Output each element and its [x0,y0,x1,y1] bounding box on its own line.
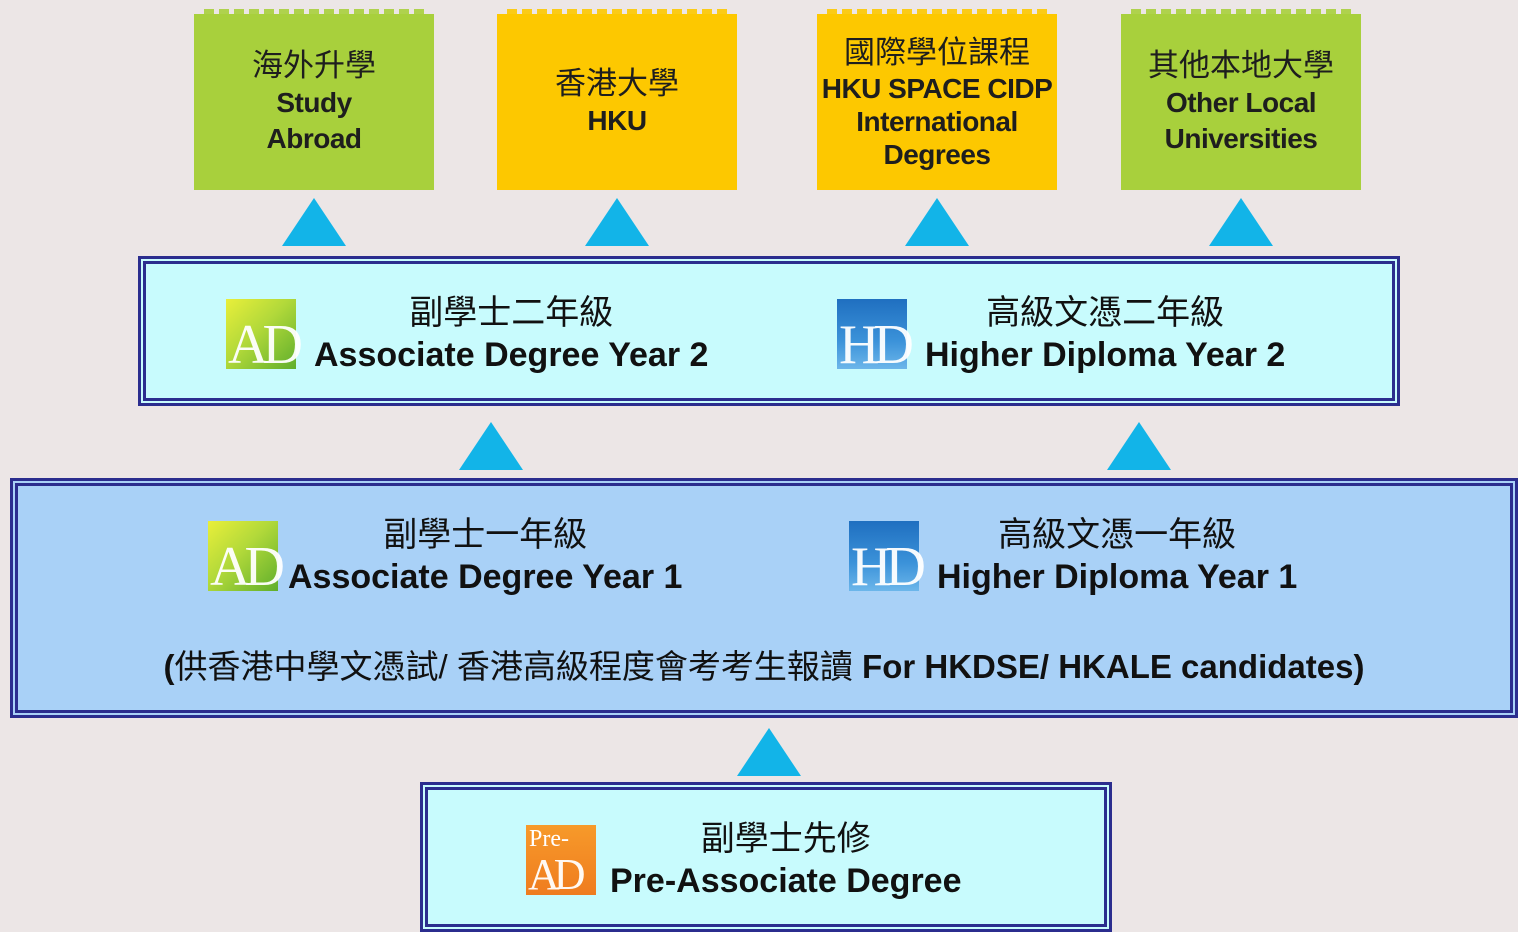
hd-logo-icon: HD [849,521,926,595]
destination-en-line2: International [856,105,1018,137]
program-zh: 副學士一年級 [383,516,588,554]
destination-zh: 國際學位課程 [844,34,1030,70]
program-en: Higher Diploma Year 1 [937,558,1298,596]
program-en: Pre-Associate Degree [610,862,962,900]
year1-higher-diploma: HD 高級文憑一年級 Higher Diploma Year 1 [849,514,1297,598]
destination-en-line2: Universities [1164,123,1318,154]
destination-study-abroad: 海外升學 Study Abroad [194,9,434,190]
year2-associate-degree: AD 副學士二年級 Associate Degree Year 2 [226,292,708,376]
pre-ad-logo-icon: Pre- AD [526,825,596,897]
arrow-up-icon [282,198,346,246]
program-zh: 副學士先修 [700,820,871,858]
ad-logo-icon: AD [226,299,303,373]
arrow-up-icon [1107,422,1171,470]
program-en: Higher Diploma Year 2 [925,336,1286,374]
program-en: Associate Degree Year 1 [288,558,683,596]
year1-associate-degree: AD 副學士一年級 Associate Degree Year 1 [208,514,682,598]
program-zh: 高級文憑二年級 [986,294,1225,332]
arrow-up-icon [905,198,969,246]
arrow-up-icon [585,198,649,246]
arrow-up-icon [459,422,523,470]
year1-box [10,478,1518,718]
arrow-up-icon [737,728,801,776]
destination-en-line3: Degrees [883,138,991,170]
program-zh: 高級文憑一年級 [998,516,1237,554]
pre-associate-degree: Pre- AD 副學士先修 Pre-Associate Degree [526,818,962,902]
program-en: Associate Degree Year 2 [314,336,709,374]
ad-logo-icon: AD [208,521,285,595]
destination-other-local-universities: 其他本地大學 Other Local Universities [1121,9,1361,190]
destination-hku-space-cidp: 國際學位課程 HKU SPACE CIDP International Degr… [817,9,1057,190]
destination-en-line1: Other Local [1165,87,1317,118]
hd-logo-icon: HD [837,299,914,373]
program-zh: 副學士二年級 [409,294,614,332]
note-open: ( [163,648,175,685]
destination-hku: 香港大學 HKU [497,9,737,190]
destination-zh: 香港大學 [555,66,679,101]
destination-en-line1: HKU SPACE CIDP [821,72,1053,104]
eligibility-note: (供香港中學文憑試/ 香港高級程度會考考生報讀 For HKDSE/ HKALE… [10,646,1518,688]
destination-zh: 海外升學 [252,48,376,83]
year2-box [138,256,1400,406]
year2-higher-diploma: HD 高級文憑二年級 Higher Diploma Year 2 [837,292,1285,376]
destination-zh: 其他本地大學 [1148,48,1334,83]
destination-en-line2: Abroad [266,123,363,154]
note-zh: 供香港中學文憑試/ 香港高級程度會考考生報讀 [174,648,853,685]
arrow-up-icon [1209,198,1273,246]
note-en: For HKDSE/ HKALE candidates) [852,648,1365,685]
destination-en-line1: HKU [587,105,647,136]
destination-en-line1: Study [276,87,352,118]
